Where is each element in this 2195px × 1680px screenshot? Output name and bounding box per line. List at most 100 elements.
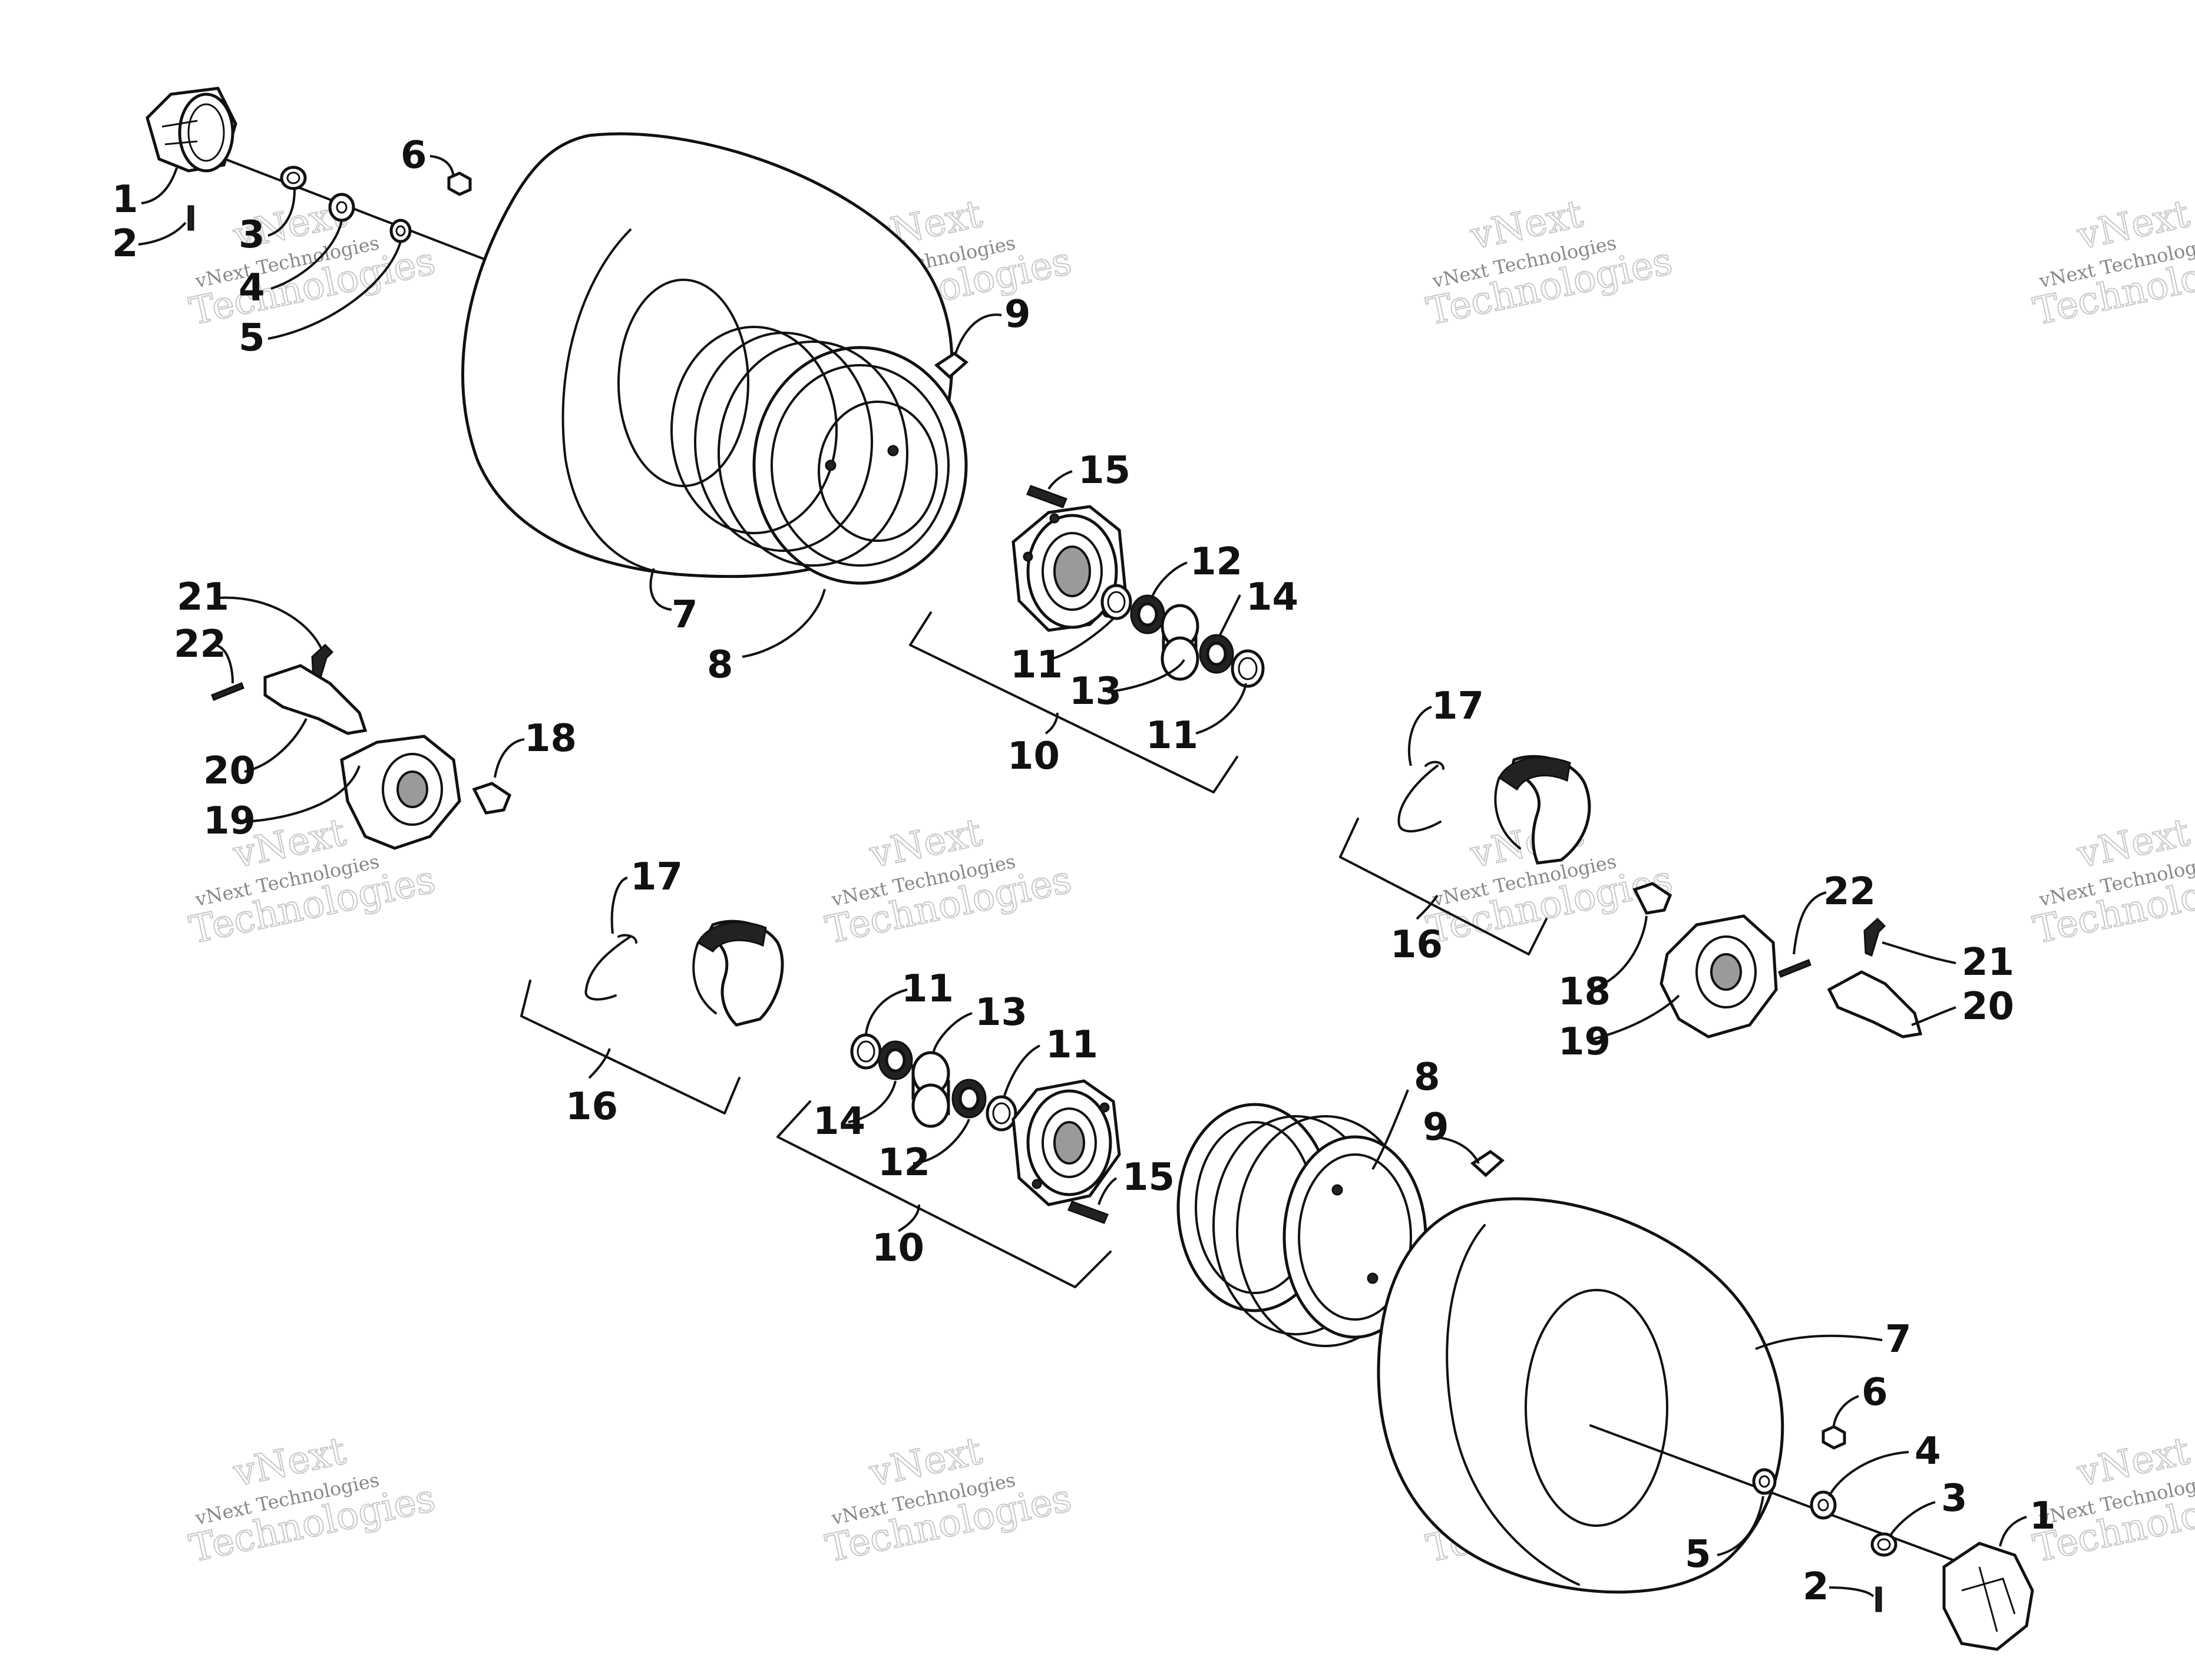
seal-part (1231, 649, 1265, 688)
callout-number: 18 (1558, 970, 1611, 1014)
brake-backing-plate-part (1660, 914, 1778, 1039)
callout-labels: 1 2 3 4 5 6 7 8 9 10 11 11 12 13 14 15 1… (112, 134, 2056, 1609)
callout-number: 11 (901, 967, 954, 1011)
hub-part (1011, 505, 1127, 632)
lug-nut-part (447, 171, 472, 196)
watermark: vNext vNext Technologies Technologies (185, 191, 439, 335)
callout-number: 7 (672, 593, 698, 637)
callout-number: 3 (1941, 1477, 1968, 1520)
watermark: vNext vNext Technologies Technologies (821, 1428, 1076, 1572)
wheel-stud-part (1026, 485, 1068, 508)
callout-number: 22 (1823, 870, 1876, 914)
watermark: vNext vNext Technologies Technologies (2029, 191, 2195, 335)
callout-number: 20 (203, 749, 256, 793)
seal-part (850, 1033, 882, 1070)
bearing-race (1206, 641, 1227, 666)
hub-cap-part (146, 87, 237, 173)
callout-number: 13 (975, 991, 1027, 1034)
callout-number: 2 (1803, 1565, 1829, 1609)
callout-number: 6 (401, 134, 427, 177)
spring-pin-part (211, 682, 244, 701)
cotter-pin-part (187, 205, 194, 231)
leader-lines (138, 155, 2027, 1598)
bottom-right-wheel-assembly (1176, 1103, 2034, 1651)
watermark: vNext vNext Technologies Technologies (1422, 191, 1677, 335)
callout-number: 17 (630, 855, 683, 899)
callout-number: 19 (203, 799, 256, 843)
seal-hole (1107, 591, 1126, 613)
lower-hub-assembly (776, 1033, 1121, 1288)
callout-number: 10 (1007, 735, 1060, 778)
callout-number: 16 (566, 1085, 618, 1129)
bracket-line (520, 980, 741, 1115)
watermark: vNext vNext Technologies Technologies (2029, 1428, 2195, 1572)
bolt-part (1863, 917, 1886, 957)
hub-cap-part (1942, 1542, 2034, 1651)
right-brake-assembly (1632, 882, 1923, 1039)
top-left-wheel-assembly (146, 87, 968, 585)
callout-number: 19 (1558, 1020, 1611, 1064)
wheel-stud-part (1067, 1201, 1109, 1224)
brake-shoe-part (692, 920, 784, 1027)
callout-number: 6 (1862, 1371, 1888, 1414)
callout-number: 17 (1432, 684, 1484, 728)
callout-number: 5 (239, 316, 265, 360)
callout-number: 4 (239, 266, 265, 310)
return-spring-part (584, 934, 637, 1001)
castle-nut-part (280, 166, 307, 190)
callout-number: 15 (1078, 449, 1130, 492)
callout-number: 2 (112, 222, 138, 266)
callout-number: 5 (1685, 1533, 1711, 1576)
spacer-hole (395, 225, 406, 237)
callout-number: 18 (524, 717, 577, 760)
bearing-race (1137, 602, 1158, 627)
watermark: vNext vNext Technologies Technologies (185, 1428, 439, 1572)
return-spring-part (1397, 760, 1444, 833)
brake-shoe-part (1494, 755, 1591, 865)
callout-number: 4 (1915, 1430, 1941, 1473)
washer-hole (1817, 1499, 1829, 1512)
bracket-line (909, 611, 1238, 793)
tire-part (1377, 1197, 1784, 1594)
callout-number: 16 (1390, 923, 1443, 967)
seal-hole (1238, 657, 1258, 680)
valve-stem-part (934, 351, 968, 379)
callout-number: 15 (1122, 1156, 1175, 1199)
washer-part (328, 193, 355, 222)
seal-hole (992, 1102, 1011, 1125)
washer-part (1810, 1490, 1837, 1520)
right-brake-shoe-assembly (1339, 755, 1591, 955)
callout-number: 1 (2029, 1494, 2056, 1538)
bearing-race (885, 1048, 906, 1073)
spacer-part (389, 219, 412, 243)
spacer-hole (1758, 1475, 1770, 1488)
left-brake-shoe-assembly (520, 920, 784, 1115)
lug-nut-part (1822, 1425, 1846, 1450)
watermark: vNext vNext Technologies Technologies (821, 810, 1076, 953)
left-brake-assembly (211, 643, 512, 850)
washer-hole (336, 201, 348, 214)
rim-part (670, 326, 968, 585)
callout-number: 20 (1962, 985, 2014, 1028)
bleeder-valve-part (472, 782, 512, 815)
castle-nut-detail (286, 171, 300, 184)
watermark: vNext vNext Technologies Technologies (2029, 810, 2195, 953)
callout-number: 21 (177, 576, 229, 619)
castle-nut-part (1870, 1532, 1898, 1557)
bearing-spacer-part (911, 1051, 950, 1128)
callout-number: 12 (1190, 540, 1242, 584)
hub-part (1011, 1079, 1121, 1206)
brake-arm-part (263, 664, 368, 735)
spacer-part (1752, 1468, 1777, 1495)
bearing-race (958, 1086, 980, 1111)
callout-number: 13 (1069, 670, 1122, 713)
callout-number: 11 (1010, 643, 1063, 687)
callout-number: 9 (1423, 1106, 1449, 1149)
callout-number: 14 (1246, 576, 1298, 619)
brake-arm-part (1827, 970, 1923, 1039)
valve-stem-part (1470, 1149, 1505, 1178)
callout-number: 22 (174, 623, 226, 666)
callout-number: 8 (1414, 1056, 1440, 1099)
callout-number: 11 (1146, 714, 1198, 758)
